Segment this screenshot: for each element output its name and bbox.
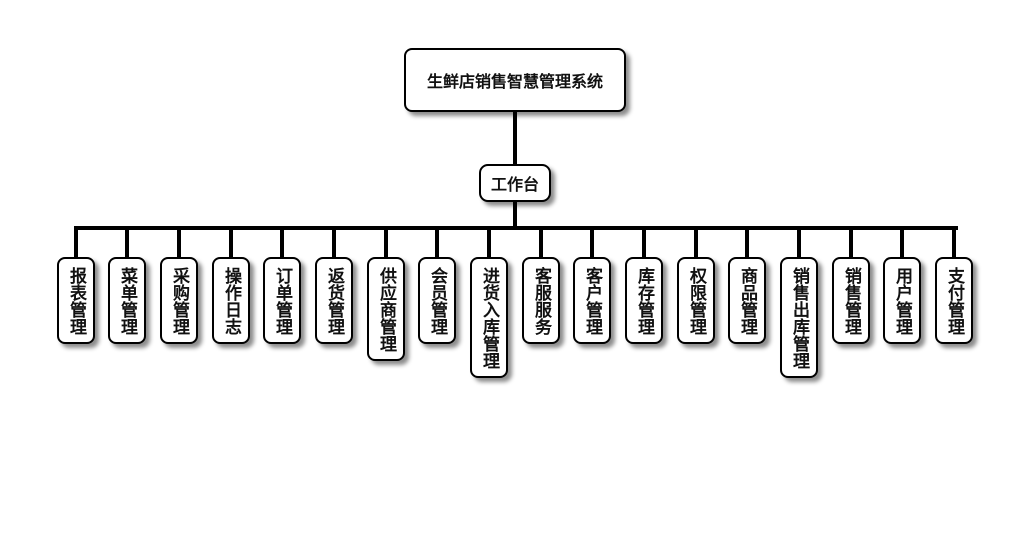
connector-drop [849, 228, 853, 258]
module-node: 用户管理 [883, 257, 921, 344]
module-node: 库存管理 [625, 257, 663, 344]
connector-bus [74, 226, 958, 230]
module-node: 销售管理 [832, 257, 870, 344]
connector-root-hub [513, 112, 517, 164]
module-node: 销售出库管理 [780, 257, 818, 378]
connector-drop [797, 228, 801, 258]
module-node: 商品管理 [728, 257, 766, 344]
module-label: 库存管理 [634, 266, 654, 335]
module-label: 采购管理 [169, 266, 189, 335]
connector-drop [952, 228, 956, 258]
module-label: 订单管理 [272, 266, 292, 335]
module-label: 商品管理 [737, 266, 757, 335]
connector-drop [74, 228, 78, 258]
module-node: 会员管理 [418, 257, 456, 344]
root-node-label: 生鲜店销售智慧管理系统 [426, 72, 603, 91]
module-label: 客服服务 [531, 266, 551, 335]
module-node: 返货管理 [315, 257, 353, 344]
connector-drop [125, 228, 129, 258]
module-label: 权限管理 [686, 266, 706, 335]
module-node: 权限管理 [677, 257, 715, 344]
connector-drop [435, 228, 439, 258]
module-node: 订单管理 [263, 257, 301, 344]
module-label: 菜单管理 [117, 266, 137, 335]
module-label: 报表管理 [66, 266, 86, 335]
connector-drop [487, 228, 491, 258]
module-label: 用户管理 [892, 266, 912, 335]
connector-drop [745, 228, 749, 258]
module-label: 返货管理 [324, 266, 344, 335]
connector-drop [280, 228, 284, 258]
module-label: 客户管理 [582, 266, 602, 335]
hub-node: 工作台 [479, 164, 551, 202]
module-node: 采购管理 [160, 257, 198, 344]
module-label: 供应商管理 [376, 266, 396, 352]
module-node: 进货入库管理 [470, 257, 508, 378]
module-label: 销售管理 [841, 266, 861, 335]
connector-drop [177, 228, 181, 258]
module-label: 支付管理 [944, 266, 964, 335]
module-node: 菜单管理 [108, 257, 146, 344]
module-node: 供应商管理 [367, 257, 405, 361]
module-node: 支付管理 [935, 257, 973, 344]
connector-drop [384, 228, 388, 258]
module-label: 会员管理 [427, 266, 447, 335]
root-node: 生鲜店销售智慧管理系统 [404, 48, 626, 112]
connector-drop [590, 228, 594, 258]
connector-drop [642, 228, 646, 258]
connector-drop [539, 228, 543, 258]
module-node: 操作日志 [212, 257, 250, 344]
module-node: 报表管理 [57, 257, 95, 344]
connector-drop [332, 228, 336, 258]
module-label: 销售出库管理 [789, 266, 809, 369]
module-label: 进货入库管理 [479, 266, 499, 369]
module-label: 操作日志 [221, 266, 241, 335]
connector-drop [900, 228, 904, 258]
module-node: 客户管理 [573, 257, 611, 344]
connector-drop [694, 228, 698, 258]
hub-node-label: 工作台 [490, 175, 539, 194]
connector-hub-bus [513, 202, 517, 228]
connector-drop [229, 228, 233, 258]
module-node: 客服服务 [522, 257, 560, 344]
